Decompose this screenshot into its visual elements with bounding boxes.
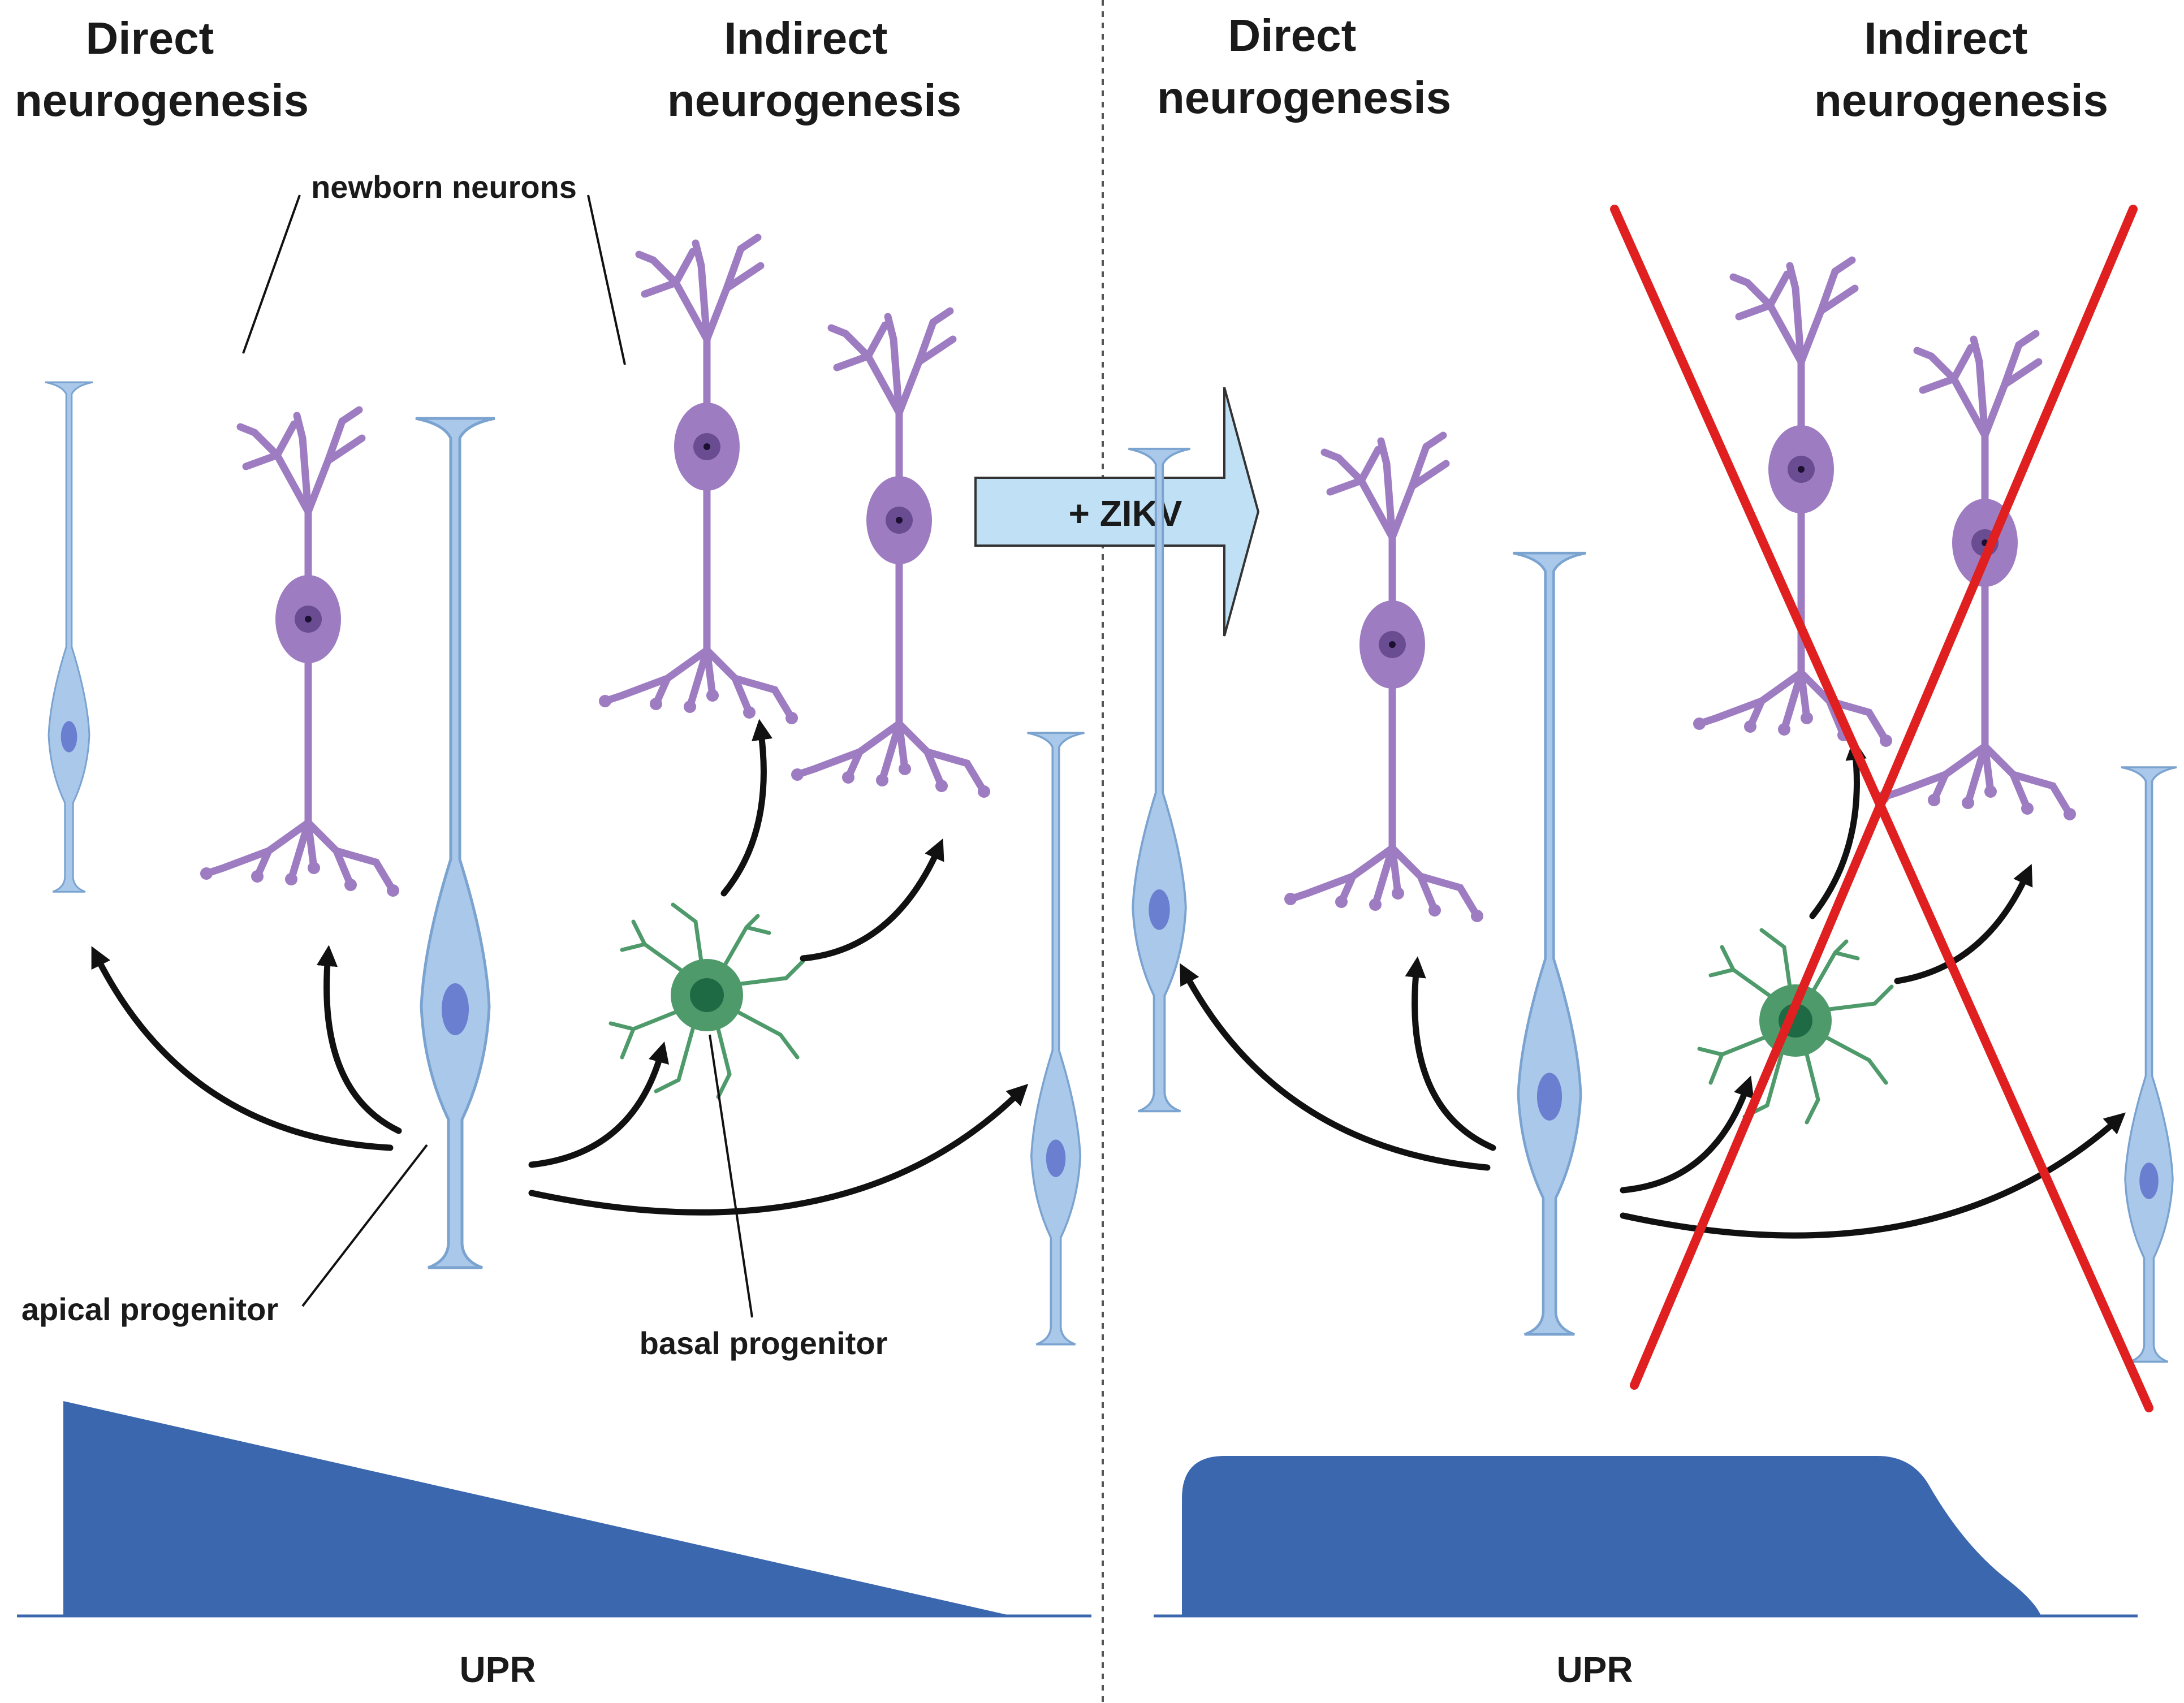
left-heading-direct-line1: Direct	[86, 13, 214, 63]
left-panel: Direct neurogenesis Indirect neurogenesi…	[15, 13, 1091, 1690]
newborn-neuron-indirect-2	[791, 311, 990, 798]
left-heading-indirect: Indirect neurogenesis	[667, 13, 961, 126]
newborn-neuron-indirect-1	[599, 237, 798, 724]
arrow-basal-to-neuron-1	[720, 719, 773, 897]
upr-label-left: UPR	[459, 1649, 536, 1690]
arrow-to-neuron	[316, 945, 402, 1134]
apical-progenitor-label: apical progenitor	[21, 1291, 278, 1327]
arrow-right-basal-to-neuron-2	[1894, 863, 2033, 984]
arrow-basal-to-neuron-2	[800, 838, 944, 962]
newborn-neurons-label: newborn neurons	[311, 169, 577, 205]
upr-label-right: UPR	[1556, 1649, 1633, 1690]
arrow-right-basal-to-neuron-1	[1809, 738, 1867, 919]
apical-progenitor-left-small	[44, 381, 94, 893]
apical-pointer	[301, 1144, 428, 1307]
basal-progenitor-right	[1699, 930, 1892, 1122]
upr-profile-right	[1182, 1456, 2041, 1617]
left-heading-indirect-line2: neurogenesis	[667, 75, 961, 126]
arrow-right-to-apical-b	[1620, 1112, 2126, 1239]
right-heading-direct-line1: Direct	[1228, 10, 1357, 60]
newborn-neuron-direct	[200, 410, 399, 897]
right-heading-direct: Direct neurogenesis	[1157, 10, 1451, 123]
arrow-right-to-basal	[1620, 1075, 1754, 1194]
right-panel: Direct neurogenesis Indirect neurogenesi…	[1127, 10, 2178, 1690]
zikv-label: + ZIKV	[1069, 493, 1182, 534]
right-heading-indirect-line1: Indirect	[1864, 13, 2027, 63]
right-heading-direct-line2: neurogenesis	[1157, 72, 1451, 123]
apical-progenitor-right-a	[1127, 447, 1192, 1113]
basal-progenitor	[611, 905, 803, 1097]
newborn-pointer-left	[242, 194, 301, 354]
apical-progenitor-center	[416, 418, 495, 1268]
apical-progenitor-right-small	[1026, 732, 1086, 1346]
left-heading-direct: Direct neurogenesis	[15, 13, 309, 126]
apical-progenitor-right-center	[1513, 553, 1586, 1334]
left-heading-indirect-line1: Indirect	[724, 13, 887, 63]
arrow-to-apical-right	[528, 1083, 1029, 1216]
red-cross	[1610, 205, 2153, 1412]
basal-pointer	[709, 1034, 753, 1318]
arrow-to-apical	[91, 946, 394, 1151]
basal-progenitor-label: basal progenitor	[640, 1325, 888, 1361]
newborn-neuron-direct-right	[1284, 435, 1483, 922]
newborn-pointer-right	[587, 194, 626, 365]
zikv-arrow: + ZIKV	[974, 387, 1260, 637]
arrow-right-to-neuron	[1405, 956, 1496, 1151]
arrow-to-basal	[528, 1041, 670, 1168]
apical-progenitor-right-b	[2120, 766, 2178, 1363]
arrow-right-to-apical	[1180, 963, 1491, 1171]
right-heading-indirect-line2: neurogenesis	[1814, 75, 2108, 126]
upr-profile-left	[63, 1401, 1012, 1616]
newborn-neuron-indirect-right-1	[1693, 260, 1892, 747]
right-heading-indirect: Indirect neurogenesis	[1814, 13, 2108, 126]
left-heading-direct-line2: neurogenesis	[15, 75, 309, 126]
